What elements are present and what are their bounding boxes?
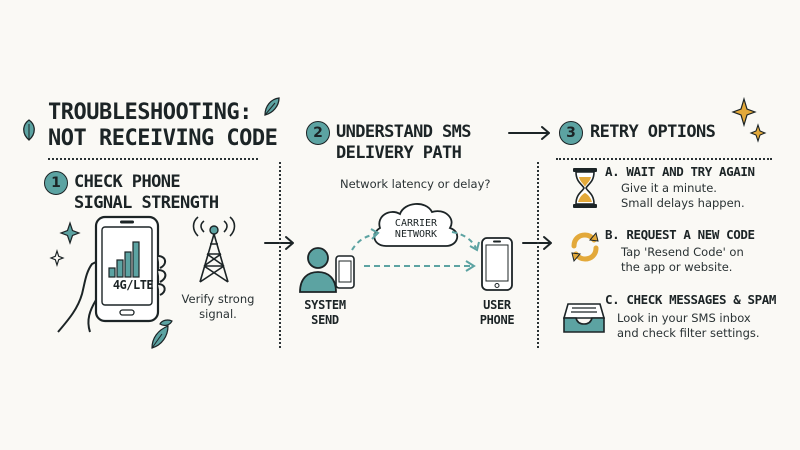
option-b-title: B. REQUEST A NEW CODE — [605, 227, 755, 242]
sender-person-icon — [299, 247, 355, 293]
hourglass-icon — [573, 168, 597, 208]
step-1-heading-line-2: SIGNAL STRENGTH — [74, 193, 219, 213]
signal-bar-3 — [124, 251, 132, 278]
cloud-label-line-1: CARRIER — [394, 218, 438, 229]
option-a-title: A. WAIT AND TRY AGAIN — [605, 164, 755, 179]
signal-bar-4 — [132, 241, 140, 278]
step-2-badge: 2 — [306, 121, 330, 145]
step-2-number: 2 — [313, 125, 323, 141]
option-c-line-2: and check filter settings. — [617, 326, 760, 340]
step-3-heading: RETRY OPTIONS — [590, 122, 716, 142]
step-3-underline — [556, 158, 772, 160]
divider-1 — [279, 162, 281, 348]
cloud-label-line-2: NETWORK — [394, 229, 438, 240]
option-b-line-1: Tap 'Resend Code' on — [621, 245, 744, 259]
step-1-badge: 1 — [44, 171, 68, 195]
title-line-1: TROUBLESHOOTING: — [48, 100, 252, 125]
refresh-arrows-icon — [571, 231, 599, 263]
option-a-line-2: Small delays happen. — [621, 196, 745, 210]
leaf-icon — [23, 119, 35, 141]
cell-tower-icon — [192, 216, 236, 283]
divider-2 — [537, 162, 539, 348]
step-2-question: Network latency or delay? — [340, 177, 491, 191]
title-underline — [48, 158, 258, 160]
step-1-caption-line-2: signal. — [199, 307, 237, 321]
sparkle-icon — [59, 221, 81, 245]
step-2-heading-line-1: UNDERSTAND SMS — [336, 122, 471, 142]
network-type-label: 4G/LTE — [112, 278, 154, 292]
receiver-label-line-1: USER — [483, 298, 511, 312]
option-c-title: C. CHECK MESSAGES & SPAM — [605, 292, 777, 307]
title-line-2: NOT RECEIVING CODE — [48, 126, 278, 151]
step-3-number: 3 — [566, 125, 576, 141]
arrow-right-icon — [508, 126, 550, 140]
step-1-heading-line-1: CHECK PHONE — [74, 172, 181, 192]
sender-label-line-1: SYSTEM — [304, 298, 346, 312]
leaf-icon — [264, 97, 280, 116]
sparkle-icon — [731, 96, 757, 128]
sparkle-icon — [49, 249, 65, 267]
leaf-icon — [151, 319, 173, 349]
signal-bar-2 — [116, 259, 124, 278]
sender-label-line-2: SEND — [311, 313, 339, 327]
user-phone-icon — [481, 237, 513, 291]
receiver-label-line-2: PHONE — [479, 313, 515, 327]
step-3-badge: 3 — [559, 121, 583, 145]
hand-holding-phone-illustration — [57, 215, 167, 333]
option-c-line-1: Look in your SMS inbox — [617, 311, 751, 325]
signal-bar-1 — [108, 267, 116, 278]
sparkle-icon — [749, 123, 767, 143]
step-2-heading-line-2: DELIVERY PATH — [336, 143, 462, 163]
option-a-line-1: Give it a minute. — [621, 181, 717, 195]
inbox-tray-icon — [562, 303, 606, 333]
step-1-number: 1 — [51, 175, 61, 191]
step-1-caption-line-1: Verify strong — [181, 292, 255, 306]
delivery-path-arrows — [351, 228, 480, 272]
option-b-line-2: the app or website. — [621, 260, 733, 274]
cloud-icon — [373, 203, 459, 247]
